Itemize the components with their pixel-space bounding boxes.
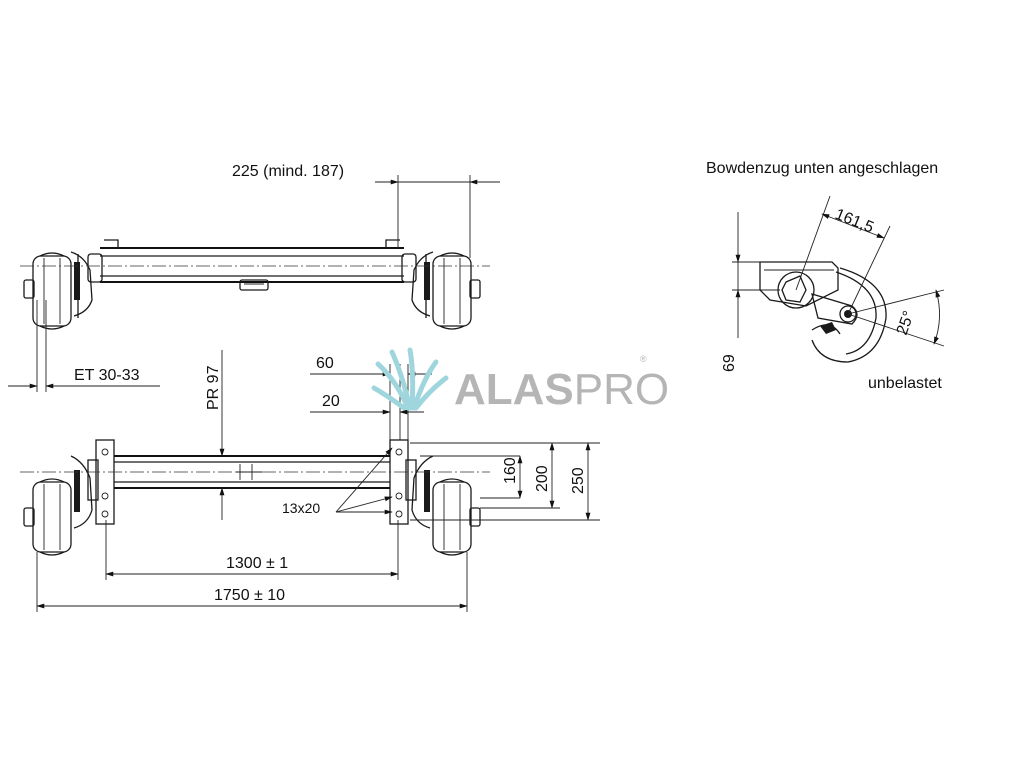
left-brake-drum-bottom: [23, 455, 93, 556]
dim-225-label: 225 (mind. 187): [232, 163, 344, 180]
dim-250-label: 250: [570, 467, 587, 494]
dim-225-group: 225 (mind. 187): [232, 163, 500, 258]
watermark-brand: ALASPRO: [454, 365, 669, 414]
right-brake-drum-bottom: [411, 455, 481, 556]
dim-69-group: 69: [721, 212, 780, 372]
dim-69-label: 69: [721, 354, 738, 372]
side-base-plate: [759, 261, 839, 307]
side-view-caption-top: Bowdenzug unten angeschlagen: [706, 160, 938, 177]
watermark-brand-bold: ALAS: [454, 365, 574, 414]
axle-tube-bottom: [20, 455, 490, 489]
dim-161-group: 161,5: [795, 195, 891, 315]
dim-holes-group: 13x20: [282, 447, 393, 516]
dim-1750-group: 1750 ± 10: [36, 552, 468, 612]
dim-pr-group: PR 97: [205, 350, 225, 520]
top-axle-view: 225 (mind. 187) ET 30-33: [8, 163, 500, 392]
watermark-registered: ®: [640, 354, 647, 364]
side-wheel-arc: [811, 267, 887, 363]
dim-25-group: 25°: [847, 289, 945, 347]
side-trailing-arm: [811, 293, 858, 325]
dim-60-20-group: 60 20: [310, 355, 432, 440]
dim-heights-group: 160 200 250: [410, 442, 600, 521]
right-brake-drum-top: [401, 251, 481, 330]
bottom-axle-view: PR 97 60 20 160 200 250: [20, 350, 600, 612]
alaspro-watermark: ALASPRO ®: [371, 347, 669, 414]
dim-160-label: 160: [502, 457, 519, 484]
dim-et-group: ET 30-33: [8, 300, 160, 392]
dim-1300-group: 1300 ± 1: [105, 520, 399, 580]
dim-pr-label: PR 97: [205, 365, 222, 410]
dim-60-label: 60: [316, 355, 334, 372]
side-view: Bowdenzug unten angeschlagen: [706, 160, 945, 392]
dim-200-label: 200: [534, 465, 551, 492]
dim-161-label: 161,5: [833, 206, 877, 237]
dim-holes-label: 13x20: [282, 500, 320, 516]
side-view-caption-bottom: unbelastet: [868, 375, 942, 392]
dim-20-label: 20: [322, 393, 340, 410]
dim-et-label: ET 30-33: [74, 367, 140, 384]
dim-1750-label: 1750 ± 10: [214, 587, 285, 604]
alaspro-leaf-icon: [371, 347, 449, 411]
dim-1300-label: 1300 ± 1: [226, 555, 288, 572]
left-brake-drum-top: [23, 251, 103, 330]
axle-tube-top: [20, 239, 490, 291]
watermark-brand-light: PRO: [574, 365, 669, 414]
dim-25-label: 25°: [894, 309, 918, 338]
